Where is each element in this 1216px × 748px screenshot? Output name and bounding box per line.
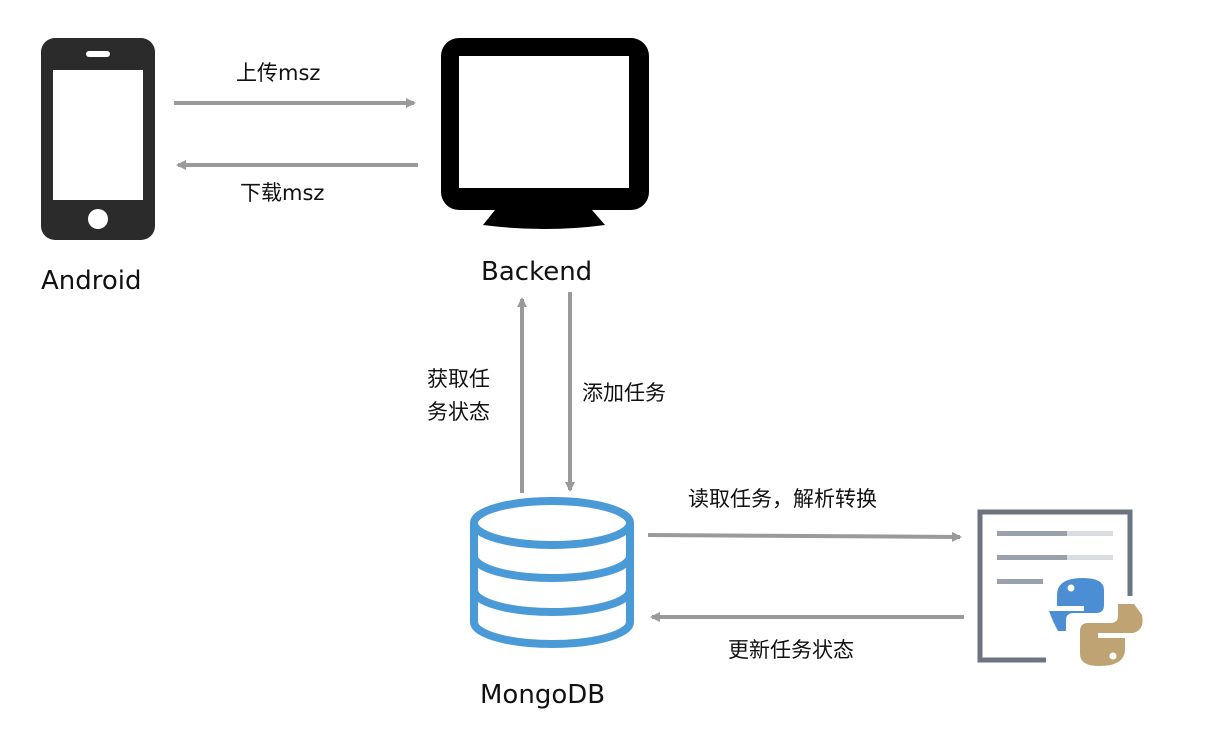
upload-label: 上传msz	[236, 61, 321, 85]
mongodb-label: MongoDB	[480, 680, 606, 710]
get-status-label-line1: 获取任	[427, 367, 490, 391]
android-label: Android	[41, 266, 142, 296]
read-task-arrow	[647, 531, 962, 542]
backend-label: Backend	[481, 257, 593, 287]
read-task-label: 读取任务，解析转换	[688, 487, 877, 511]
update-status-label: 更新任务状态	[728, 638, 854, 662]
add-task-label: 添加任务	[582, 381, 666, 405]
smartphone-icon	[41, 38, 155, 240]
download-label: 下载msz	[240, 181, 325, 205]
python-script-icon	[977, 509, 1150, 672]
get-status-label: 获取任 务状态	[427, 363, 490, 428]
database-icon	[470, 497, 634, 648]
get-status-label-line2: 务状态	[427, 399, 490, 424]
monitor-icon	[441, 38, 649, 229]
